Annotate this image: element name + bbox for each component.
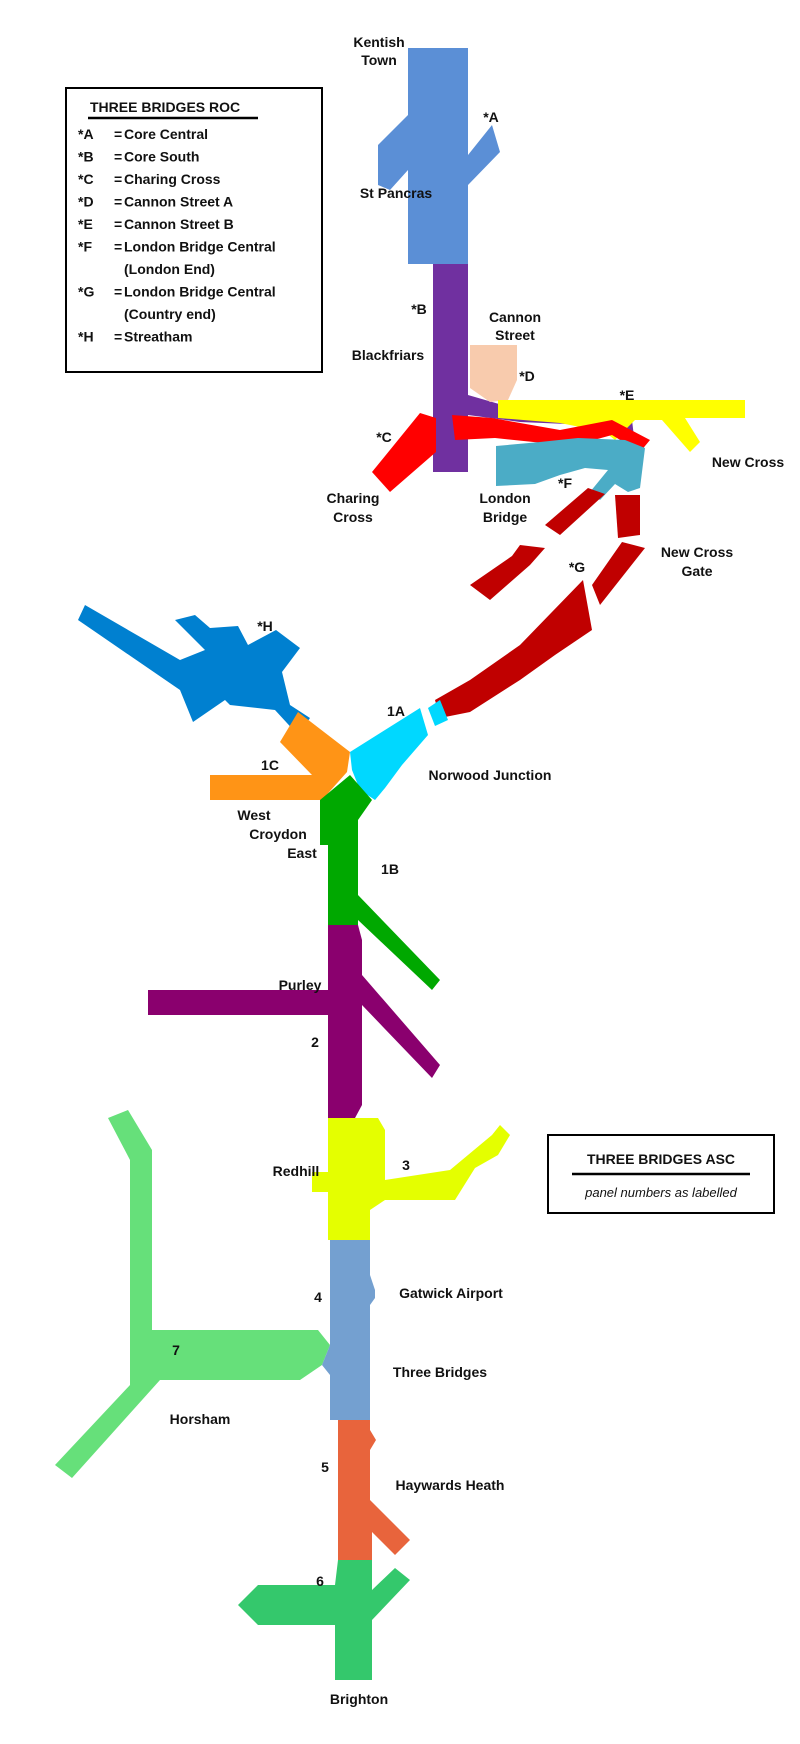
station-london-bridge: London [479, 490, 530, 506]
legend-equals: = [114, 284, 122, 300]
station-purley: Purley [279, 977, 322, 993]
panel-label-1c: 1C [261, 757, 279, 773]
panel-2 [148, 925, 440, 1118]
panel-4 [322, 1240, 375, 1420]
station-charing-cross: Cross [333, 509, 373, 525]
panel-6 [238, 1560, 410, 1680]
station-brighton: Brighton [330, 1691, 388, 1707]
station-three-bridges: Three Bridges [393, 1364, 487, 1380]
roc-legend-title: THREE BRIDGES ROC [90, 99, 240, 115]
station-charing-cross: Charing [327, 490, 380, 506]
area-cannon-street-a [470, 345, 517, 402]
station-cannon-street: Street [495, 327, 535, 343]
panel-1c [210, 712, 350, 800]
legend-equals: = [114, 329, 122, 345]
area-label-h: *H [257, 618, 273, 634]
area-streatham [78, 605, 310, 735]
legend-name: Charing Cross [124, 171, 221, 187]
station-west-croydon-east: West [237, 807, 271, 823]
legend-code: *C [78, 171, 94, 187]
panel-3 [312, 1118, 510, 1240]
area-core-central [378, 48, 500, 264]
area-label-c: *C [376, 429, 392, 445]
area-london-bridge-country-end-4 [592, 542, 645, 605]
panel-5 [338, 1420, 410, 1560]
station-kentish-town: Kentish [353, 34, 404, 50]
legend-name-continued: (Country end) [124, 306, 216, 322]
station-london-bridge: Bridge [483, 509, 528, 525]
area-london-bridge-country-end-2 [615, 495, 640, 538]
area-label-g: *G [569, 559, 585, 575]
legend-equals: = [114, 171, 122, 187]
legend-equals: = [114, 126, 122, 142]
legend-name-continued: (London End) [124, 261, 215, 277]
area-label-a: *A [483, 109, 499, 125]
legend-name: Cannon Street B [124, 216, 234, 232]
panel-label-1a: 1A [387, 703, 405, 719]
panel-1a-link [428, 700, 448, 726]
area-label-d: *D [519, 368, 535, 384]
legend-code: *D [78, 194, 94, 210]
station-blackfriars: Blackfriars [352, 347, 425, 363]
panel-label-3: 3 [402, 1157, 410, 1173]
legend-equals: = [114, 239, 122, 255]
panel-7 [55, 1110, 330, 1478]
legend-name: Cannon Street A [124, 194, 233, 210]
station-st-pancras: St Pancras [360, 185, 433, 201]
station-haywards-heath: Haywards Heath [396, 1477, 505, 1493]
panel-label-2: 2 [311, 1034, 319, 1050]
area-london-bridge-london-end [496, 438, 645, 500]
asc-legend-subtitle: panel numbers as labelled [584, 1185, 738, 1200]
panel-label-7: 7 [172, 1342, 180, 1358]
station-new-cross-gate: Gate [681, 563, 712, 579]
legend-code: *F [78, 239, 92, 255]
legend-code: *G [78, 284, 94, 300]
area-label-f: *F [558, 475, 572, 491]
roc-legend-entries: *A=Core Central*B=Core South*C=Charing C… [78, 126, 276, 345]
panel-label-1b: 1B [381, 861, 399, 877]
area-london-bridge-country-end-3 [470, 545, 545, 600]
station-norwood-junction: Norwood Junction [429, 767, 552, 783]
station-new-cross: New Cross [712, 454, 785, 470]
station-west-croydon-east: East [287, 845, 317, 861]
station-west-croydon-east: Croydon [249, 826, 307, 842]
panel-label-4: 4 [314, 1289, 322, 1305]
legend-equals: = [114, 216, 122, 232]
station-redhill: Redhill [273, 1163, 320, 1179]
legend-name: Core South [124, 149, 199, 165]
legend-code: *B [78, 149, 94, 165]
legend-name: Core Central [124, 126, 208, 142]
panel-label-5: 5 [321, 1459, 329, 1475]
area-label-e: *E [620, 387, 635, 403]
area-charing-cross [372, 413, 436, 492]
panel-label-6: 6 [316, 1573, 324, 1589]
legend-name: London Bridge Central [124, 284, 276, 300]
area-london-bridge-country-end [545, 488, 605, 535]
area-label-b: *B [411, 301, 427, 317]
station-kentish-town: Town [361, 52, 397, 68]
station-new-cross-gate: New Cross [661, 544, 734, 560]
legend-code: *E [78, 216, 93, 232]
asc-legend-title: THREE BRIDGES ASC [587, 1151, 735, 1167]
station-cannon-street: Cannon [489, 309, 541, 325]
area-london-bridge-country-end-5 [435, 580, 592, 718]
legend-code: *H [78, 329, 94, 345]
area-charing-cross-branch [452, 415, 650, 452]
legend-name: Streatham [124, 329, 192, 345]
station-horsham: Horsham [170, 1411, 231, 1427]
panel-1a [350, 708, 428, 800]
legend-equals: = [114, 194, 122, 210]
legend-name: London Bridge Central [124, 239, 276, 255]
station-gatwick-airport: Gatwick Airport [399, 1285, 503, 1301]
legend-code: *A [78, 126, 94, 142]
legend-equals: = [114, 149, 122, 165]
roc-legend-box [65, 87, 323, 373]
panel-1b [320, 775, 440, 990]
